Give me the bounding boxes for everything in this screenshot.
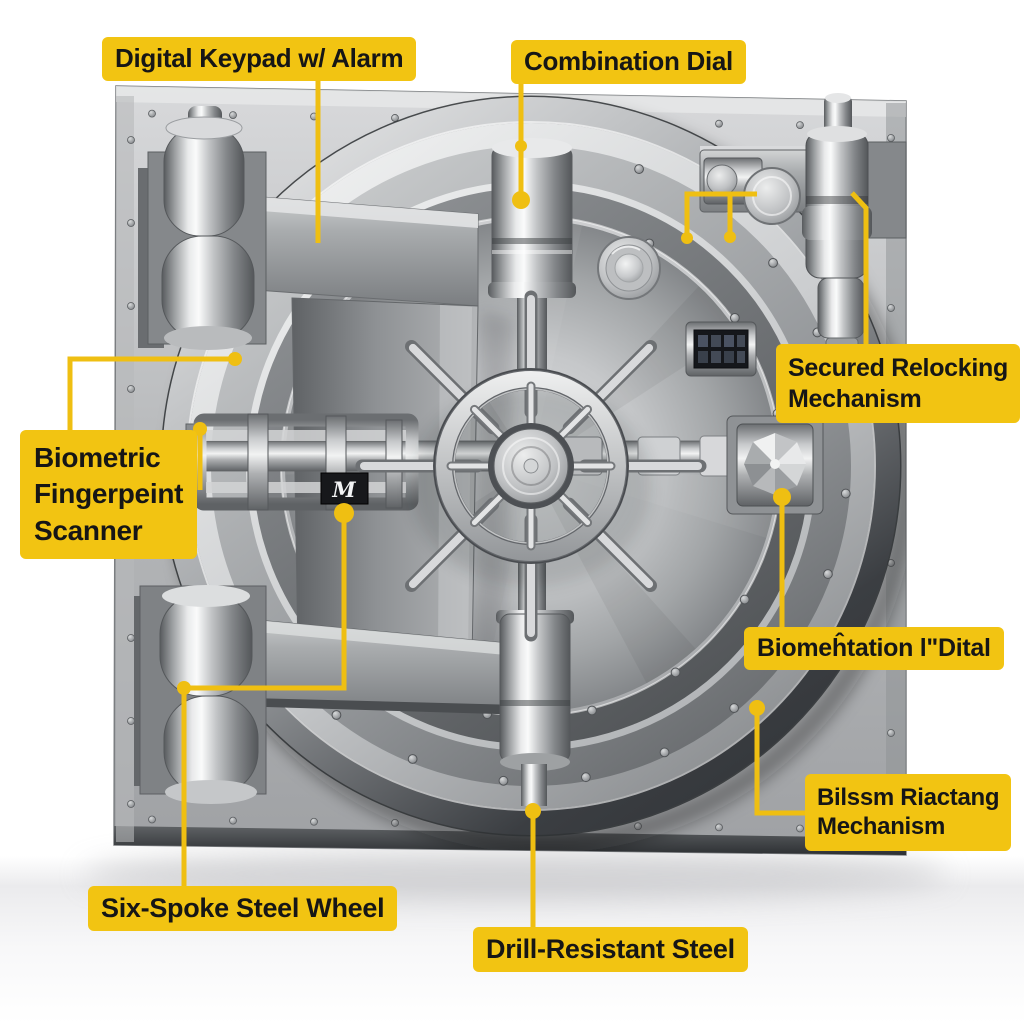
label-text: Six-Spoke Steel Wheel <box>101 893 385 923</box>
connector-relocking-elbow <box>684 191 757 236</box>
label-drill-resistant: Drill-Resistant Steel <box>473 927 748 972</box>
label-line: Secured Relocking <box>788 354 1008 382</box>
hinge-bottom <box>134 585 267 804</box>
label-text: Biomeĥtation l"Dital <box>757 634 991 662</box>
connector-biometric <box>67 356 231 432</box>
combination-dial-hardware <box>597 236 661 300</box>
logo-plate: M <box>320 472 369 505</box>
label-text: Drill-Resistant Steel <box>486 934 735 964</box>
connector-six-spoke <box>181 513 347 888</box>
relocking-mechanism <box>699 93 907 373</box>
label-line: Scanner <box>34 514 143 546</box>
label-biomentation: Biomeĥtation l"Dital <box>744 627 1004 670</box>
label-secured-relocking: Secured Relocking Mechanism <box>776 344 1020 423</box>
label-bilssm-mechanism: Bilssm Riactang Mechanism <box>805 774 1012 851</box>
label-line: Mechanism <box>817 813 946 841</box>
label-line: Fingerpeint <box>34 478 184 510</box>
label-biometric-scanner: Biometric Fingerpeint Scanner <box>20 430 198 560</box>
label-text: Combination Dial <box>524 46 733 76</box>
label-line: Biometric <box>34 442 161 473</box>
label-line: Bilssm Riactang <box>817 784 1000 811</box>
logo-glyph: M <box>331 477 356 502</box>
hinge-top <box>138 106 267 350</box>
label-combination-dial: Combination Dial <box>511 40 746 84</box>
label-line: Mechanism <box>788 384 922 413</box>
connector-bilssm <box>754 708 806 816</box>
annotation-connectors <box>67 78 869 929</box>
label-digital-keypad: Digital Keypad w/ Alarm <box>102 37 417 81</box>
lock-bolt-mechanism <box>726 415 824 515</box>
connector-relocking <box>850 191 869 346</box>
label-six-spoke-wheel: Six-Spoke Steel Wheel <box>88 886 398 931</box>
six-spoke-wheel <box>355 290 707 642</box>
digital-keypad <box>685 321 757 377</box>
label-text: Digital Keypad w/ Alarm <box>115 43 404 73</box>
